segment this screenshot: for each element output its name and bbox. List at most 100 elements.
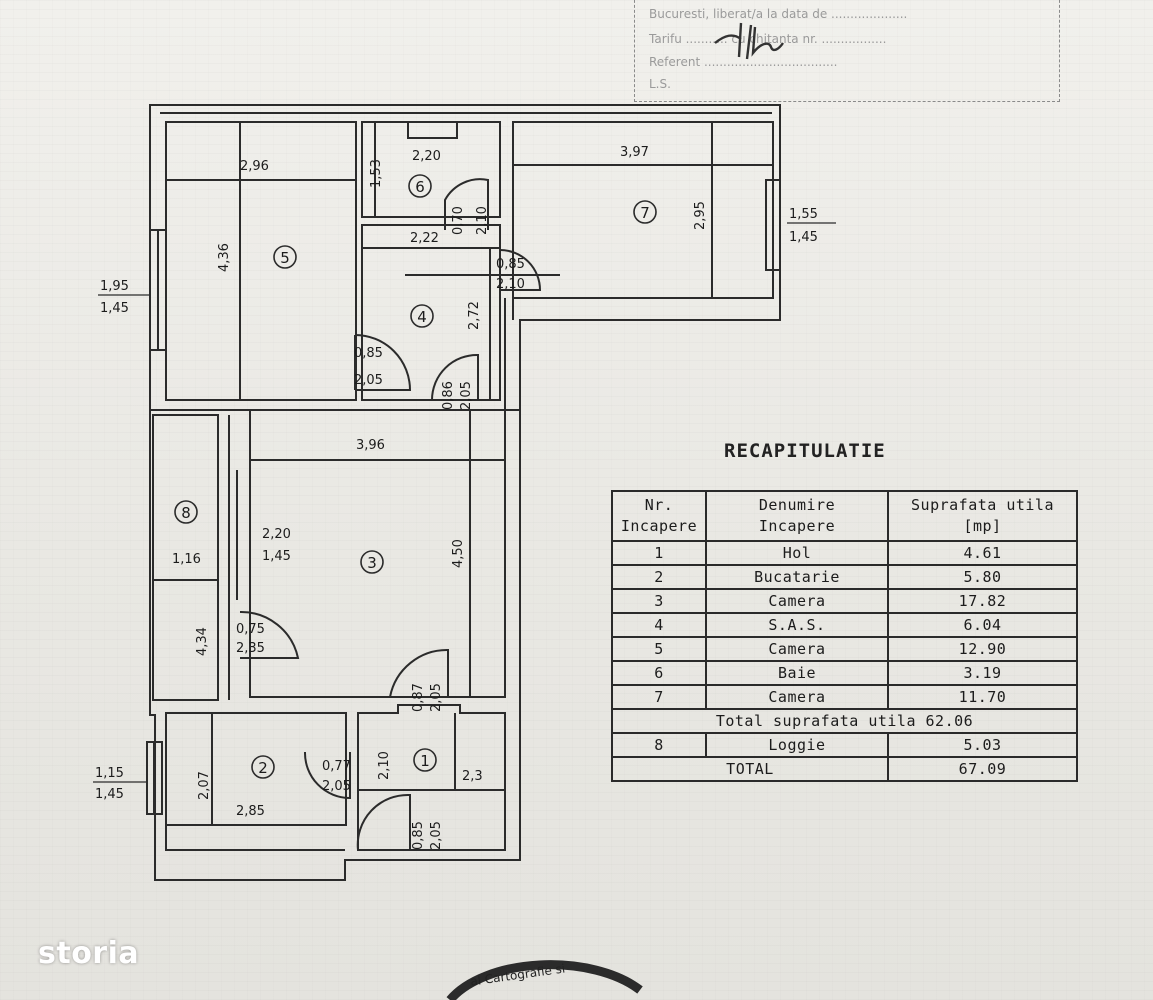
dim-r7-door-h: 2,10 xyxy=(496,277,525,292)
dim-r2-height: 2,07 xyxy=(197,771,212,800)
recap-loggia-area: 5.03 xyxy=(887,732,1078,758)
dim-r4-door-w: 0,85 xyxy=(354,346,383,361)
room-1-number: 1 xyxy=(420,752,430,770)
recap-header-den: Denumire Incapere xyxy=(705,490,889,542)
recap-name: Hol xyxy=(705,540,889,566)
dim-r1-height: 2,10 xyxy=(377,751,392,780)
stamp-line-4: L.S. xyxy=(649,77,671,91)
dim-r8-door-h: 2,35 xyxy=(236,641,265,656)
stamp-line-3: Referent ...............................… xyxy=(649,55,838,69)
recap-area: 11.70 xyxy=(887,684,1078,710)
dim-r1-door-h: 2,05 xyxy=(429,683,444,712)
dim-r6-door-h: 2,10 xyxy=(475,206,490,235)
recap-nr: 3 xyxy=(611,588,707,614)
recap-area: 12.90 xyxy=(887,636,1078,662)
recap-name: Baie xyxy=(705,660,889,686)
dim-win2-w: 1,15 xyxy=(95,766,124,781)
door-room-7 xyxy=(499,249,542,291)
dim-r2-door-w: 0,77 xyxy=(322,759,351,774)
dim-entry-door-h: 2,05 xyxy=(429,821,444,850)
recap-header-nr-line1: Nr. xyxy=(644,496,674,514)
recap-header-sup: Suprafata utila [mp] xyxy=(887,490,1078,542)
table-row: 1 Hol 4.61 xyxy=(611,540,1078,566)
dim-r3-height: 4,50 xyxy=(451,539,466,568)
recap-total-label: TOTAL xyxy=(611,756,889,782)
room-6-walls xyxy=(361,121,501,218)
dim-r6-width: 2,20 xyxy=(412,149,441,164)
seal-ring xyxy=(446,960,643,1000)
recap-area: 5.80 xyxy=(887,564,1078,590)
dim-win5-h: 1,45 xyxy=(100,301,129,316)
dim-r8-door-w: 0,75 xyxy=(236,622,265,637)
recap-name: Bucatarie xyxy=(705,564,889,590)
recap-name: Camera xyxy=(705,588,889,614)
dim-r5-height: 4,36 xyxy=(217,243,232,272)
room-7-number: 7 xyxy=(640,204,650,222)
recap-area: 4.61 xyxy=(887,540,1078,566)
dim-r4-width: 2,22 xyxy=(410,231,439,246)
signature-mark xyxy=(714,22,784,60)
recap-title: RECAPITULATIE xyxy=(724,440,886,462)
recap-nr: 6 xyxy=(611,660,707,686)
recap-nr: 1 xyxy=(611,540,707,566)
room-5-circle xyxy=(273,245,297,269)
dim-r2-door-h: 2,05 xyxy=(322,779,351,794)
recap-loggia-name: Loggie xyxy=(705,732,889,758)
dim-r5-width: 2,96 xyxy=(240,159,269,174)
room-8-walls xyxy=(152,414,219,701)
room-4-number: 4 xyxy=(417,308,427,326)
dim-r8-height: 4,34 xyxy=(195,627,210,656)
recap-table: Nr. Incapere Denumire Incapere Suprafata… xyxy=(611,490,1078,782)
recap-total-util-row: Total suprafata utila 62.06 xyxy=(611,708,1078,734)
recap-total-util: Total suprafata utila 62.06 xyxy=(611,708,1078,734)
dim-r2-width: 2,85 xyxy=(236,804,265,819)
door-room-5 xyxy=(354,334,412,391)
dim-win3-h: 1,45 xyxy=(262,549,291,564)
stamp-line-1: Bucuresti, liberat/a la data de ........… xyxy=(649,7,908,21)
door-room-6 xyxy=(444,178,489,230)
dim-r3-door-w: 0,86 xyxy=(441,381,456,410)
recap-area: 3.19 xyxy=(887,660,1078,686)
recap-nr: 5 xyxy=(611,636,707,662)
room-8-circle xyxy=(174,500,198,524)
room-7-circle xyxy=(633,200,657,224)
room-5-number: 5 xyxy=(280,249,290,267)
table-row: 2 Bucatarie 5.80 xyxy=(611,564,1078,590)
dim-r3-width: 3,96 xyxy=(356,438,385,453)
recap-header-den-line1: Denumire xyxy=(758,496,836,514)
stamp-line-2: Tarifu ........... cu chitanta nr. .....… xyxy=(649,32,887,46)
dim-r8-width: 1,16 xyxy=(172,552,201,567)
recap-header-sup-line1: Suprafata utila xyxy=(911,496,1054,514)
dim-win7-w: 1,55 xyxy=(789,207,818,222)
recap-nr: 7 xyxy=(611,684,707,710)
table-row: 5 Camera 12.90 xyxy=(611,636,1078,662)
door-entry xyxy=(356,793,411,851)
dim-r7-width: 3,97 xyxy=(620,145,649,160)
room-3-number: 3 xyxy=(367,554,377,572)
recap-header-nr: Nr. Incapere xyxy=(611,490,707,542)
recap-area: 6.04 xyxy=(887,612,1078,638)
dim-r7-height: 2,95 xyxy=(693,201,708,230)
recap-name: Camera xyxy=(705,684,889,710)
dim-r1-width: 2,3 xyxy=(462,769,483,784)
recap-total-value: 67.09 xyxy=(887,756,1078,782)
dim-win2-h: 1,45 xyxy=(95,787,124,802)
room-6-number: 6 xyxy=(415,178,425,196)
table-row: 7 Camera 11.70 xyxy=(611,684,1078,710)
recap-header-row: Nr. Incapere Denumire Incapere Suprafata… xyxy=(611,490,1078,542)
recap-name: S.A.S. xyxy=(705,612,889,638)
room-2-circle xyxy=(251,755,275,779)
dim-entry-door-w: 0,85 xyxy=(411,821,426,850)
dim-win3-w: 2,20 xyxy=(262,527,291,542)
dim-r6-height: 1,53 xyxy=(369,159,384,188)
dim-r1-door-w: 0,87 xyxy=(411,683,426,712)
recap-total-row: TOTAL 67.09 xyxy=(611,756,1078,782)
recap-header-sup-line2: [mp] xyxy=(963,517,1002,535)
dim-r4-door-h: 2,05 xyxy=(354,373,383,388)
room-2-number: 2 xyxy=(258,759,268,777)
door-room-8 xyxy=(239,610,300,659)
room-4-circle xyxy=(410,304,434,328)
room-2-walls xyxy=(165,712,347,826)
recap-loggia-nr: 8 xyxy=(611,732,707,758)
